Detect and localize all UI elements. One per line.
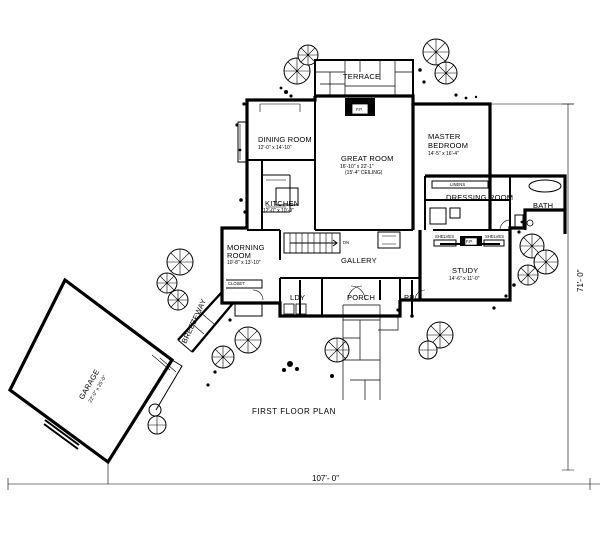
fireplace-study-label: F.P.: [466, 239, 473, 244]
powder-room-label: PR: [404, 293, 415, 302]
closet-label: CLOSET: [228, 281, 245, 286]
tree-right-1: [519, 233, 545, 259]
master-bedroom-label-line1: MASTER: [428, 132, 461, 141]
tree-court-5: [418, 340, 438, 360]
tree-garage-2: [148, 403, 162, 417]
tree-right-2: [533, 249, 559, 275]
overall-width-dimension: 107'- 0": [312, 474, 339, 483]
morning-room-size: 10'-8" x 13'-10": [227, 260, 261, 266]
shelves-right-label: SHELVES: [485, 234, 504, 239]
tree-left-2: [156, 272, 178, 294]
tree-garage-1: [147, 415, 167, 435]
tree-court-1: [234, 326, 262, 354]
tree-top-left-1: [283, 57, 311, 85]
master-bedroom-label-line2: BEDROOM: [428, 141, 468, 150]
tree-court-4: [426, 321, 454, 349]
door-swings: [252, 219, 511, 301]
kitchen-size: 12'-0" x 10'-0": [263, 208, 294, 214]
stair-down-label: DN: [343, 240, 349, 245]
dining-room-label: DINING ROOM: [258, 135, 312, 144]
porch-label: PORCH: [347, 293, 375, 302]
front-walk-paving: [342, 304, 399, 400]
tree-right-3: [517, 264, 539, 286]
linens-label: LINENS: [450, 182, 465, 187]
shelves-left-label: SHELVES: [435, 234, 454, 239]
tree-top-right-2: [434, 61, 458, 85]
master-bedroom-size: 14'-5" x 16'-4": [428, 151, 459, 157]
breezeway-structure: [177, 291, 235, 353]
plan-title: FIRST FLOOR PLAN: [252, 407, 336, 416]
overall-depth-dimension: 71'- 0": [576, 269, 585, 292]
tree-court-2: [211, 345, 235, 369]
morning-room-label-line2: ROOM: [227, 251, 251, 260]
morning-room-label-line1: MORNING: [227, 243, 265, 252]
great-room-size: 16'-10" x 22'-1": [340, 164, 374, 170]
interior-walls: [226, 98, 562, 317]
tree-court-3: [324, 337, 350, 363]
great-room-ceiling-note: (15'-4" CEILING): [345, 170, 383, 176]
dressing-room-label: DRESSING ROOM: [446, 193, 513, 202]
tree-left-1: [166, 248, 194, 276]
tree-top-right-1: [422, 38, 450, 66]
bath-label: BATH: [533, 201, 553, 210]
fixture-labels: F.P. F.P. LINENS SHELVES SHELVES DN CLOS…: [228, 107, 504, 286]
great-room-label: GREAT ROOM: [341, 154, 394, 163]
laundry-label: LDY: [290, 293, 305, 302]
study-label: STUDY: [452, 266, 478, 275]
tree-top-left-2: [297, 44, 319, 66]
landscape-trees: [147, 38, 559, 435]
tree-left-3: [167, 289, 189, 311]
fireplace-great-room-label: F.P.: [356, 107, 363, 112]
study-size: 14'-6" x 11'-0": [449, 276, 480, 282]
kitchen-label: KITCHEN: [265, 199, 299, 208]
gallery-label: GALLERY: [341, 256, 377, 265]
terrace-label: TERRACE: [343, 72, 380, 81]
terrace-paving: [314, 59, 414, 96]
dining-room-size: 12'-0" x 14'-10": [258, 145, 292, 151]
dimension-lines: [7, 103, 600, 490]
